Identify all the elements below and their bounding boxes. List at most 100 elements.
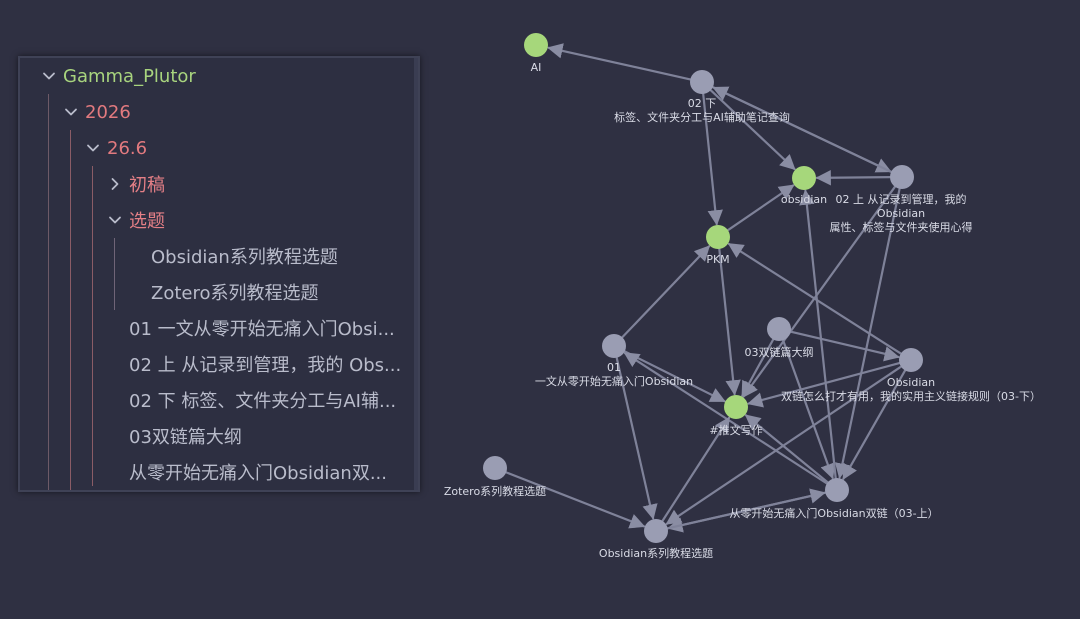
graph-node-label: Obsidian系列教程选题 <box>599 546 713 560</box>
folder-label: Gamma_Plutor <box>63 65 196 87</box>
graph-node-circle[interactable] <box>602 334 626 358</box>
folder-gamma-plutor[interactable]: Gamma_Plutor <box>40 58 196 94</box>
graph-node-label: Obsidian <box>887 376 935 389</box>
graph-node-circle[interactable] <box>690 70 714 94</box>
folder-label: 选题 <box>129 211 165 232</box>
graph-edge-pkm-tuiwen <box>718 247 741 396</box>
file-label: 从零开始无痛入门Obsidian双... <box>129 463 388 484</box>
folder-drafts[interactable]: 初稿 <box>106 166 165 202</box>
file-label: 02 下 标签、文件夹分工与AI辅... <box>129 391 397 412</box>
folder-label: 2026 <box>85 101 131 123</box>
folder-topics[interactable]: 选题 <box>106 202 165 238</box>
graph-edge-obs_topics-shuanglian <box>666 488 826 530</box>
graph-node-obs_topics[interactable]: Obsidian系列教程选题 <box>599 519 713 560</box>
graph-edge-n01-pkm <box>621 245 711 339</box>
chevron-down-icon <box>65 108 77 116</box>
graph-node-label: 03双链篇大纲 <box>745 345 814 359</box>
file-tree-panel: Gamma_Plutor 2026 26.6 初稿 选题 Obsidian系列教… <box>18 56 420 492</box>
graph-node-circle[interactable] <box>644 519 668 543</box>
graph-node-label: 一文从零开始无痛入门Obsidian <box>535 374 693 388</box>
graph-edge-n01-tuiwen <box>623 350 726 403</box>
graph-node-label: Obsidian <box>877 207 925 220</box>
graph-node-label: AI <box>531 61 542 74</box>
graph-node-circle[interactable] <box>825 478 849 502</box>
graph-node-label: 从零开始无痛入门Obsidian双链（03-上） <box>729 506 938 520</box>
graph-node-label: PKM <box>706 253 729 266</box>
graph-edge-pkm-obsidian_tag <box>726 184 795 232</box>
graph-edge-n01-obs_topics <box>615 356 658 520</box>
graph-edge-n02x-pkm <box>702 92 723 226</box>
file-item[interactable]: 02 下 标签、文件夹分工与AI辅... <box>129 382 396 418</box>
graph-node-label: obsidian <box>781 193 827 206</box>
graph-edge-n02s-n02x <box>712 86 893 173</box>
graph-node-circle[interactable] <box>792 166 816 190</box>
graph-edge-n02x-ai <box>547 43 692 81</box>
graph-edge-shuanglian-obsidian_tag <box>799 189 837 480</box>
graph-node-label: 属性、标签与文件夹使用心得 <box>830 220 973 234</box>
graph-node-ai[interactable]: AI <box>524 33 548 74</box>
graph-node-n03[interactable]: 03双链篇大纲 <box>745 317 814 359</box>
file-item[interactable]: 01 一文从零开始无痛入门Obsi... <box>129 310 395 346</box>
file-label: 01 一文从零开始无痛入门Obsi... <box>129 319 395 340</box>
graph-node-obsidian_tag[interactable]: obsidian <box>781 166 827 206</box>
graph-edge-obs_topics-tuiwen <box>661 416 731 523</box>
graph-node-circle[interactable] <box>724 395 748 419</box>
file-item[interactable]: Obsidian系列教程选题 <box>151 238 338 274</box>
folder-26-6[interactable]: 26.6 <box>84 130 147 166</box>
graph-node-circle[interactable] <box>483 456 507 480</box>
graph-edge-n03-shuanglian <box>781 339 836 480</box>
graph-node-zotero[interactable]: Zotero系列教程选题 <box>444 456 546 498</box>
chevron-right-icon <box>111 178 119 190</box>
graph-edge-n02s-tuiwen <box>742 185 897 398</box>
indent-guide <box>92 166 93 486</box>
folder-label: 26.6 <box>107 137 148 159</box>
chevron-down-icon <box>87 144 99 152</box>
graph-node-label: Zotero系列教程选题 <box>444 484 546 498</box>
graph-node-shuanglian[interactable]: 从零开始无痛入门Obsidian双链（03-上） <box>729 478 939 520</box>
graph-node-pkm[interactable]: PKM <box>706 225 730 266</box>
file-item[interactable]: Zotero系列教程选题 <box>151 274 319 310</box>
graph-node-label: 双链怎么打才有用，我的实用主义链接规则（03-下） <box>781 389 1041 403</box>
indent-guide <box>114 238 115 310</box>
file-label: 03双链篇大纲 <box>129 427 242 448</box>
graph-node-label: 02 下 <box>688 97 717 110</box>
graph-edge-obsidian_note-tuiwen <box>747 362 901 408</box>
file-item[interactable]: 02 上 从记录到管理，我的 Obs... <box>129 346 401 382</box>
file-item[interactable]: 从零开始无痛入门Obsidian双... <box>129 454 387 490</box>
graph-node-circle[interactable] <box>767 317 791 341</box>
graph-edge-n03-obsidian_note <box>789 330 900 362</box>
chevron-down-icon <box>43 72 55 80</box>
graph-node-circle[interactable] <box>706 225 730 249</box>
graph-node-circle[interactable] <box>899 348 923 372</box>
file-item[interactable]: 03双链篇大纲 <box>129 418 242 454</box>
graph-edge-n02s-obsidian_tag <box>815 170 892 186</box>
graph-node-label: 01 <box>607 361 621 374</box>
graph-node-label: 标签、文件夹分工与AI辅助笔记查询 <box>614 110 790 124</box>
file-label: 02 上 从记录到管理，我的 Obs... <box>129 355 402 376</box>
graph-edge-shuanglian-tuiwen <box>744 414 829 484</box>
graph-node-label: #推文写作 <box>709 423 762 437</box>
chevron-down-icon <box>109 216 121 224</box>
graph-node-circle[interactable] <box>524 33 548 57</box>
file-label: Obsidian系列教程选题 <box>151 247 338 268</box>
graph-edge-zotero-obs_topics <box>505 471 646 529</box>
graph-edge-n02x-obsidian_tag <box>709 89 796 171</box>
indent-guide <box>70 130 71 490</box>
graph-edges <box>505 43 907 533</box>
graph-edge-shuanglian-n01 <box>623 352 829 485</box>
graph-edge-obsidian_note-shuanglian <box>842 369 907 481</box>
graph-node-n02x[interactable]: 02 下标签、文件夹分工与AI辅助笔记查询 <box>614 70 790 124</box>
graph-edge-obsidian_note-pkm <box>727 242 903 355</box>
graph-node-label: 02 上 从记录到管理，我的 <box>836 192 967 206</box>
folder-2026[interactable]: 2026 <box>62 94 131 130</box>
graph-node-tuiwen[interactable]: #推文写作 <box>709 395 763 437</box>
folder-label: 初稿 <box>129 175 165 196</box>
graph-node-circle[interactable] <box>890 165 914 189</box>
indent-guide <box>48 94 49 490</box>
file-tree-scrollbar[interactable] <box>414 58 418 490</box>
